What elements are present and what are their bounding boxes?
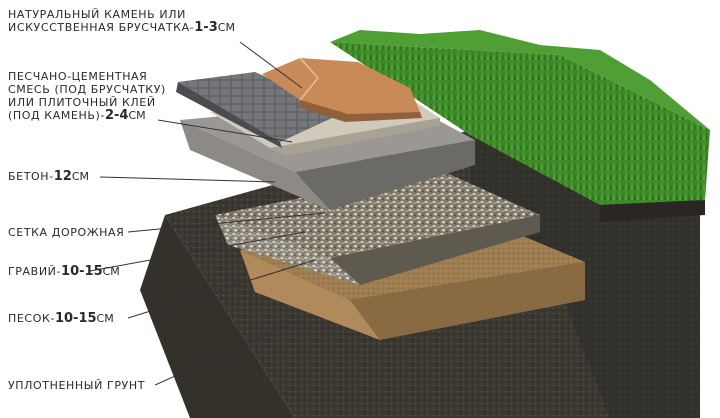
- label-sand: ПЕСОК-10-15СМ: [8, 312, 114, 325]
- label-line: ИСКУССТВЕННАЯ БРУСЧАТКА-1-3СМ: [8, 21, 235, 34]
- label-gravel: ГРАВИЙ-10-15СМ: [8, 265, 120, 278]
- thickness-value: 1-3: [194, 20, 218, 35]
- unit: СМ: [128, 109, 145, 122]
- unit: СМ: [103, 265, 120, 278]
- label-soil: УПЛОТНЕННЫЙ ГРУНТ: [8, 379, 145, 392]
- label-line: (ПОД КАМЕНЬ)-2-4СМ: [8, 109, 166, 122]
- label-line: ИЛИ ПЛИТОЧНЫЙ КЛЕЙ: [8, 96, 166, 109]
- unit: СМ: [72, 170, 89, 183]
- label-stone: НАТУРАЛЬНЫЙ КАМЕНЬ ИЛИ ИСКУССТВЕННАЯ БРУ…: [8, 8, 235, 34]
- thickness-value: 12: [54, 169, 72, 184]
- leader-line-concrete: [100, 177, 275, 182]
- label-mesh: СЕТКА ДОРОЖНАЯ: [8, 226, 124, 239]
- thickness-value: 10-15: [55, 311, 97, 326]
- thickness-value: 2-4: [105, 108, 129, 123]
- label-line: СМЕСЬ (ПОД БРУСЧАТКУ): [8, 83, 166, 96]
- thickness-value: 10-15: [61, 264, 103, 279]
- unit: СМ: [97, 312, 114, 325]
- unit: СМ: [218, 21, 235, 34]
- label-concrete: БЕТОН-12СМ: [8, 170, 89, 183]
- label-mortar: ПЕСЧАНО-ЦЕМЕНТНАЯ СМЕСЬ (ПОД БРУСЧАТКУ) …: [8, 70, 166, 122]
- label-line: ПЕСЧАНО-ЦЕМЕНТНАЯ: [8, 70, 166, 83]
